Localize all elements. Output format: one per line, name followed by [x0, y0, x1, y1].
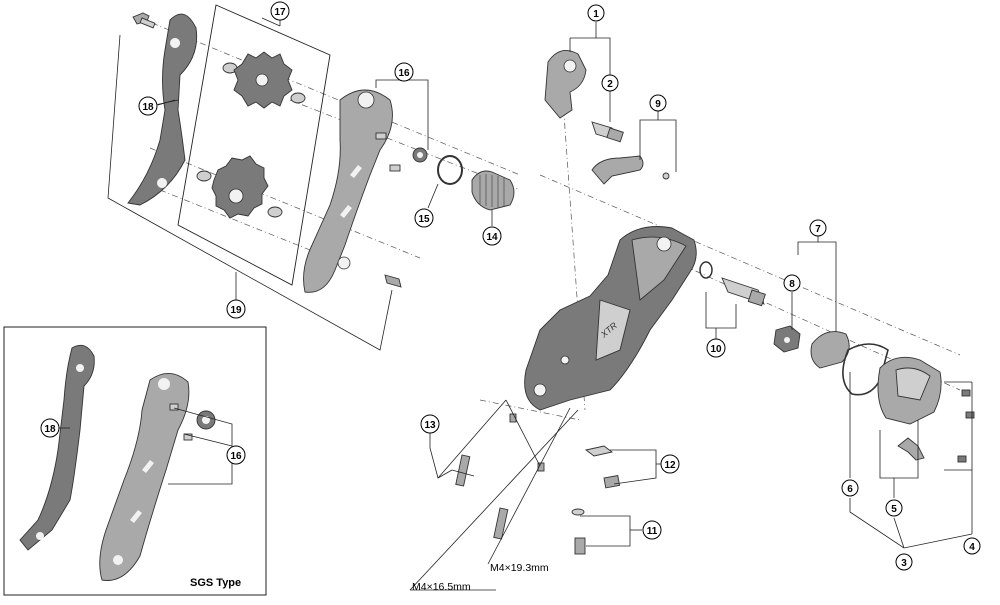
callout-6: 6	[841, 479, 859, 497]
callout-5-label: 5	[891, 504, 897, 515]
callout-8: 8	[783, 274, 801, 292]
callout-12: 12	[660, 454, 680, 474]
callout-19: 19	[226, 299, 246, 319]
callout-16-label: 16	[398, 68, 410, 79]
inner-cage-plate	[303, 89, 402, 293]
callout-4-label: 4	[969, 542, 975, 553]
b-tension-bolt	[591, 121, 624, 143]
leader-lines	[157, 20, 973, 591]
callout-15: 15	[414, 208, 434, 228]
callout-12-label: 12	[664, 460, 676, 471]
sgs-inset: SGS Type	[3, 326, 267, 596]
callout-5: 5	[885, 499, 903, 517]
callout-17: 17	[270, 1, 290, 21]
callout-13: 13	[420, 414, 440, 434]
callout-2: 2	[601, 74, 619, 92]
tension-spring	[471, 170, 515, 211]
callout-15-label: 15	[418, 214, 430, 225]
bushing-group	[412, 147, 428, 163]
dimension-label-long-bolt: M4×19.3mm	[490, 562, 549, 574]
callout-9-label: 9	[655, 99, 661, 110]
stabilizer-housing	[877, 356, 942, 425]
callout-1: 1	[587, 4, 605, 22]
callout-8-label: 8	[789, 279, 795, 290]
callout-11-label: 11	[647, 526, 658, 537]
tension-pulley	[196, 155, 283, 219]
housing-screws	[957, 389, 975, 463]
callout-3-label: 3	[901, 558, 907, 569]
callout-18-inset: 18	[40, 418, 60, 438]
callout-14-label: 14	[486, 232, 498, 243]
callout-4: 4	[963, 537, 981, 555]
b-link-bracket	[544, 49, 587, 119]
callout-3: 3	[895, 553, 913, 571]
callout-1-label: 1	[593, 9, 599, 20]
callout-18-inset-label: 18	[44, 424, 56, 435]
callout-14: 14	[482, 226, 502, 246]
callout-bubbles: 1 2 3 4 5 6 7 8 9 10 11 12 13 14 15 16 1…	[40, 1, 981, 571]
guide-pulley	[222, 51, 306, 109]
callout-6-label: 6	[847, 484, 853, 495]
housing-lever	[897, 437, 925, 461]
clutch-unit	[773, 325, 801, 353]
callout-19-label: 19	[230, 305, 242, 316]
outer-cage-plate	[127, 12, 198, 206]
callout-9: 9	[649, 94, 667, 112]
sgs-type-label: SGS Type	[190, 577, 241, 589]
bolt-set-11	[571, 508, 586, 555]
callout-2-label: 2	[607, 79, 613, 90]
dimension-label-short-bolt: M4×16.5mm	[412, 581, 471, 593]
callout-7: 7	[809, 219, 827, 237]
callout-17-label: 17	[274, 7, 286, 18]
derailleur-main-body: XTR	[524, 226, 697, 411]
callout-16: 16	[394, 62, 414, 82]
callout-18-label: 18	[142, 102, 154, 113]
gasket-seal	[842, 343, 889, 396]
bolt-set-12	[584, 445, 621, 489]
callout-7-label: 7	[815, 224, 821, 235]
callout-16-inset: 16	[226, 445, 246, 465]
bolt-set-13	[455, 413, 545, 540]
snap-ring	[437, 155, 463, 185]
callout-10: 10	[706, 338, 726, 358]
callout-11: 11	[642, 520, 662, 540]
group-19-bracket	[107, 34, 393, 351]
callout-18: 18	[138, 96, 158, 116]
pulley-group-frame	[177, 4, 331, 286]
stopper-plate	[591, 155, 670, 185]
callout-13-label: 13	[424, 420, 436, 431]
callout-16-inset-label: 16	[230, 451, 242, 462]
clutch-cover	[810, 331, 850, 369]
callout-10-label: 10	[710, 344, 722, 355]
axle-unit	[699, 261, 766, 307]
